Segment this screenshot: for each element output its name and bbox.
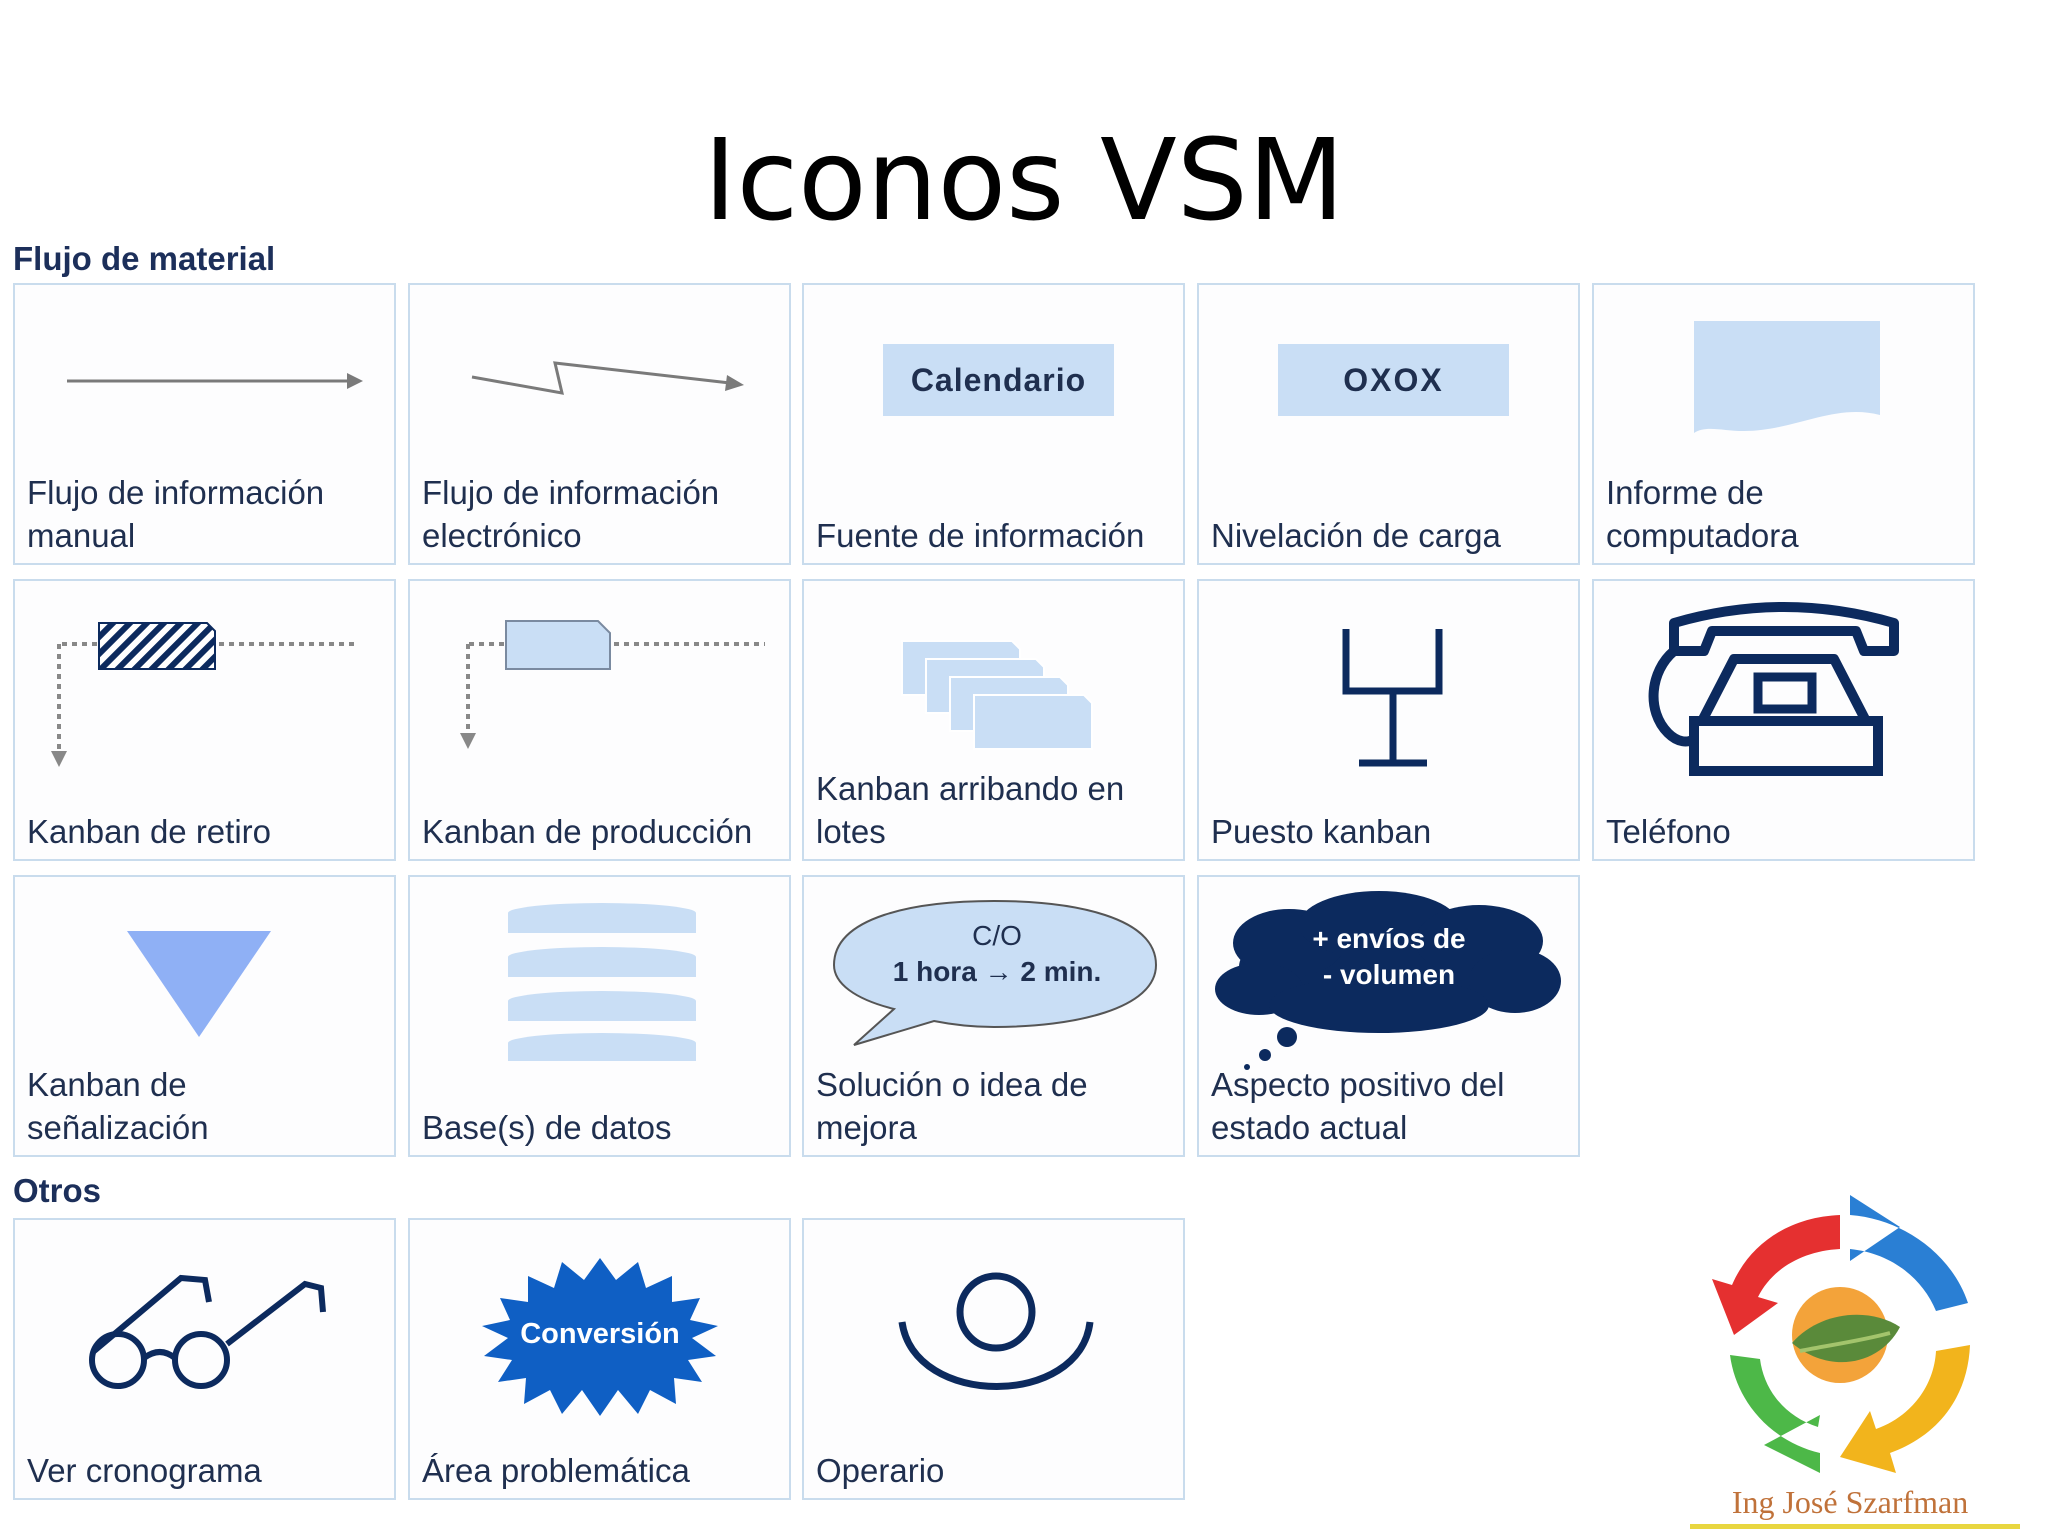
icon-label: Aspecto positivo del estado actual [1211,1066,1505,1146]
icon-label: Teléfono [1606,813,1731,850]
icon-card-production-kanban: Kanban de producción [408,579,791,861]
icon-label: Kanban arribando en lotes [816,770,1125,850]
icon-card-go-see: Ver cronograma [13,1218,396,1500]
icon-label: Ver cronograma [27,1452,262,1489]
icon-card-problem-area: Conversión Área problemática [408,1218,791,1500]
glasses-icon [89,1274,326,1389]
icon-label: Kanban de producción [422,813,753,850]
section-label-material-flow: Flujo de material [13,240,276,277]
production-kanban-icon [460,620,765,749]
speech-bubble-icon [832,899,1158,1046]
icon-label: Fuente de información [816,517,1145,554]
icon-card-info-source: Calendario Fuente de información [802,283,1185,565]
icon-label: Flujo de información manual [27,474,325,554]
section-label-others: Otros [13,1172,102,1209]
icon-label: Kanban de retiro [27,813,272,850]
operator-icon [898,1272,1094,1390]
batch-kanban-icon [901,640,1093,750]
icon-card-kanban-post: Puesto kanban [1197,579,1580,861]
lightning-arrow-icon [471,361,744,395]
icon-card-phone: Teléfono [1592,579,1975,861]
page-title: Iconos VSM [703,116,1345,246]
logo-caption: Ing José Szarfman [1731,1484,1969,1520]
icon-label: Informe de computadora [1606,474,1799,554]
calendar-box-icon: Calendario [883,344,1114,416]
icon-card-withdrawal-kanban: Kanban de retiro [13,579,396,861]
icon-card-load-leveling: OXOX Nivelación de carga [1197,283,1580,565]
icon-card-signal-kanban: Kanban de señalización [13,875,396,1157]
positive-line1: + envíos de [1312,923,1466,954]
icon-card-kaizen-idea: C/O 1 hora → 2 min. Solución o idea de m… [802,875,1185,1157]
triangle-signal-icon [127,931,271,1037]
burst-icon [482,1258,718,1416]
icon-label: Solución o idea de mejora [816,1066,1088,1146]
icon-card-manual-flow: Flujo de información manual [13,283,396,565]
calendar-box-text: Calendario [910,362,1087,398]
icon-label: Nivelación de carga [1211,517,1501,554]
icon-label: Área problemática [422,1452,690,1489]
kanban-post-icon [1342,629,1443,767]
icon-label: Flujo de información electrónico [422,474,720,554]
icon-label: Operario [816,1452,945,1489]
icon-card-batch-kanban: Kanban arribando en lotes [802,579,1185,861]
recycle-arrows-logo [1712,1195,1970,1473]
kaizen-idea-line1: C/O [972,920,1022,951]
icon-label: Kanban de señalización [27,1066,209,1146]
icon-card-database: Base(s) de datos [408,875,791,1157]
thought-cloud-icon [1215,891,1561,1070]
icon-card-computer-report: Informe de computadora [1592,283,1975,565]
withdrawal-kanban-icon [51,622,355,767]
icon-card-operator: Operario [802,1218,1185,1500]
icon-label: Base(s) de datos [422,1109,672,1146]
manual-arrow-icon [67,373,363,389]
icon-card-electronic-flow: Flujo de información electrónico [408,283,791,565]
telephone-icon [1648,602,1899,776]
document-icon [1694,321,1880,433]
kaizen-idea-line2: 1 hora → 2 min. [892,956,1102,987]
load-leveling-box-text: OXOX [1343,362,1444,398]
load-leveling-box-icon: OXOX [1278,344,1509,416]
burst-text: Conversión [520,1318,680,1350]
icon-label: Puesto kanban [1211,813,1432,850]
positive-line2: - volumen [1322,959,1456,990]
database-icon [508,903,696,1061]
icon-card-positive-aspect: + envíos de - volumen Aspecto positivo d… [1197,875,1580,1157]
logo-underline [1690,1524,2020,1529]
